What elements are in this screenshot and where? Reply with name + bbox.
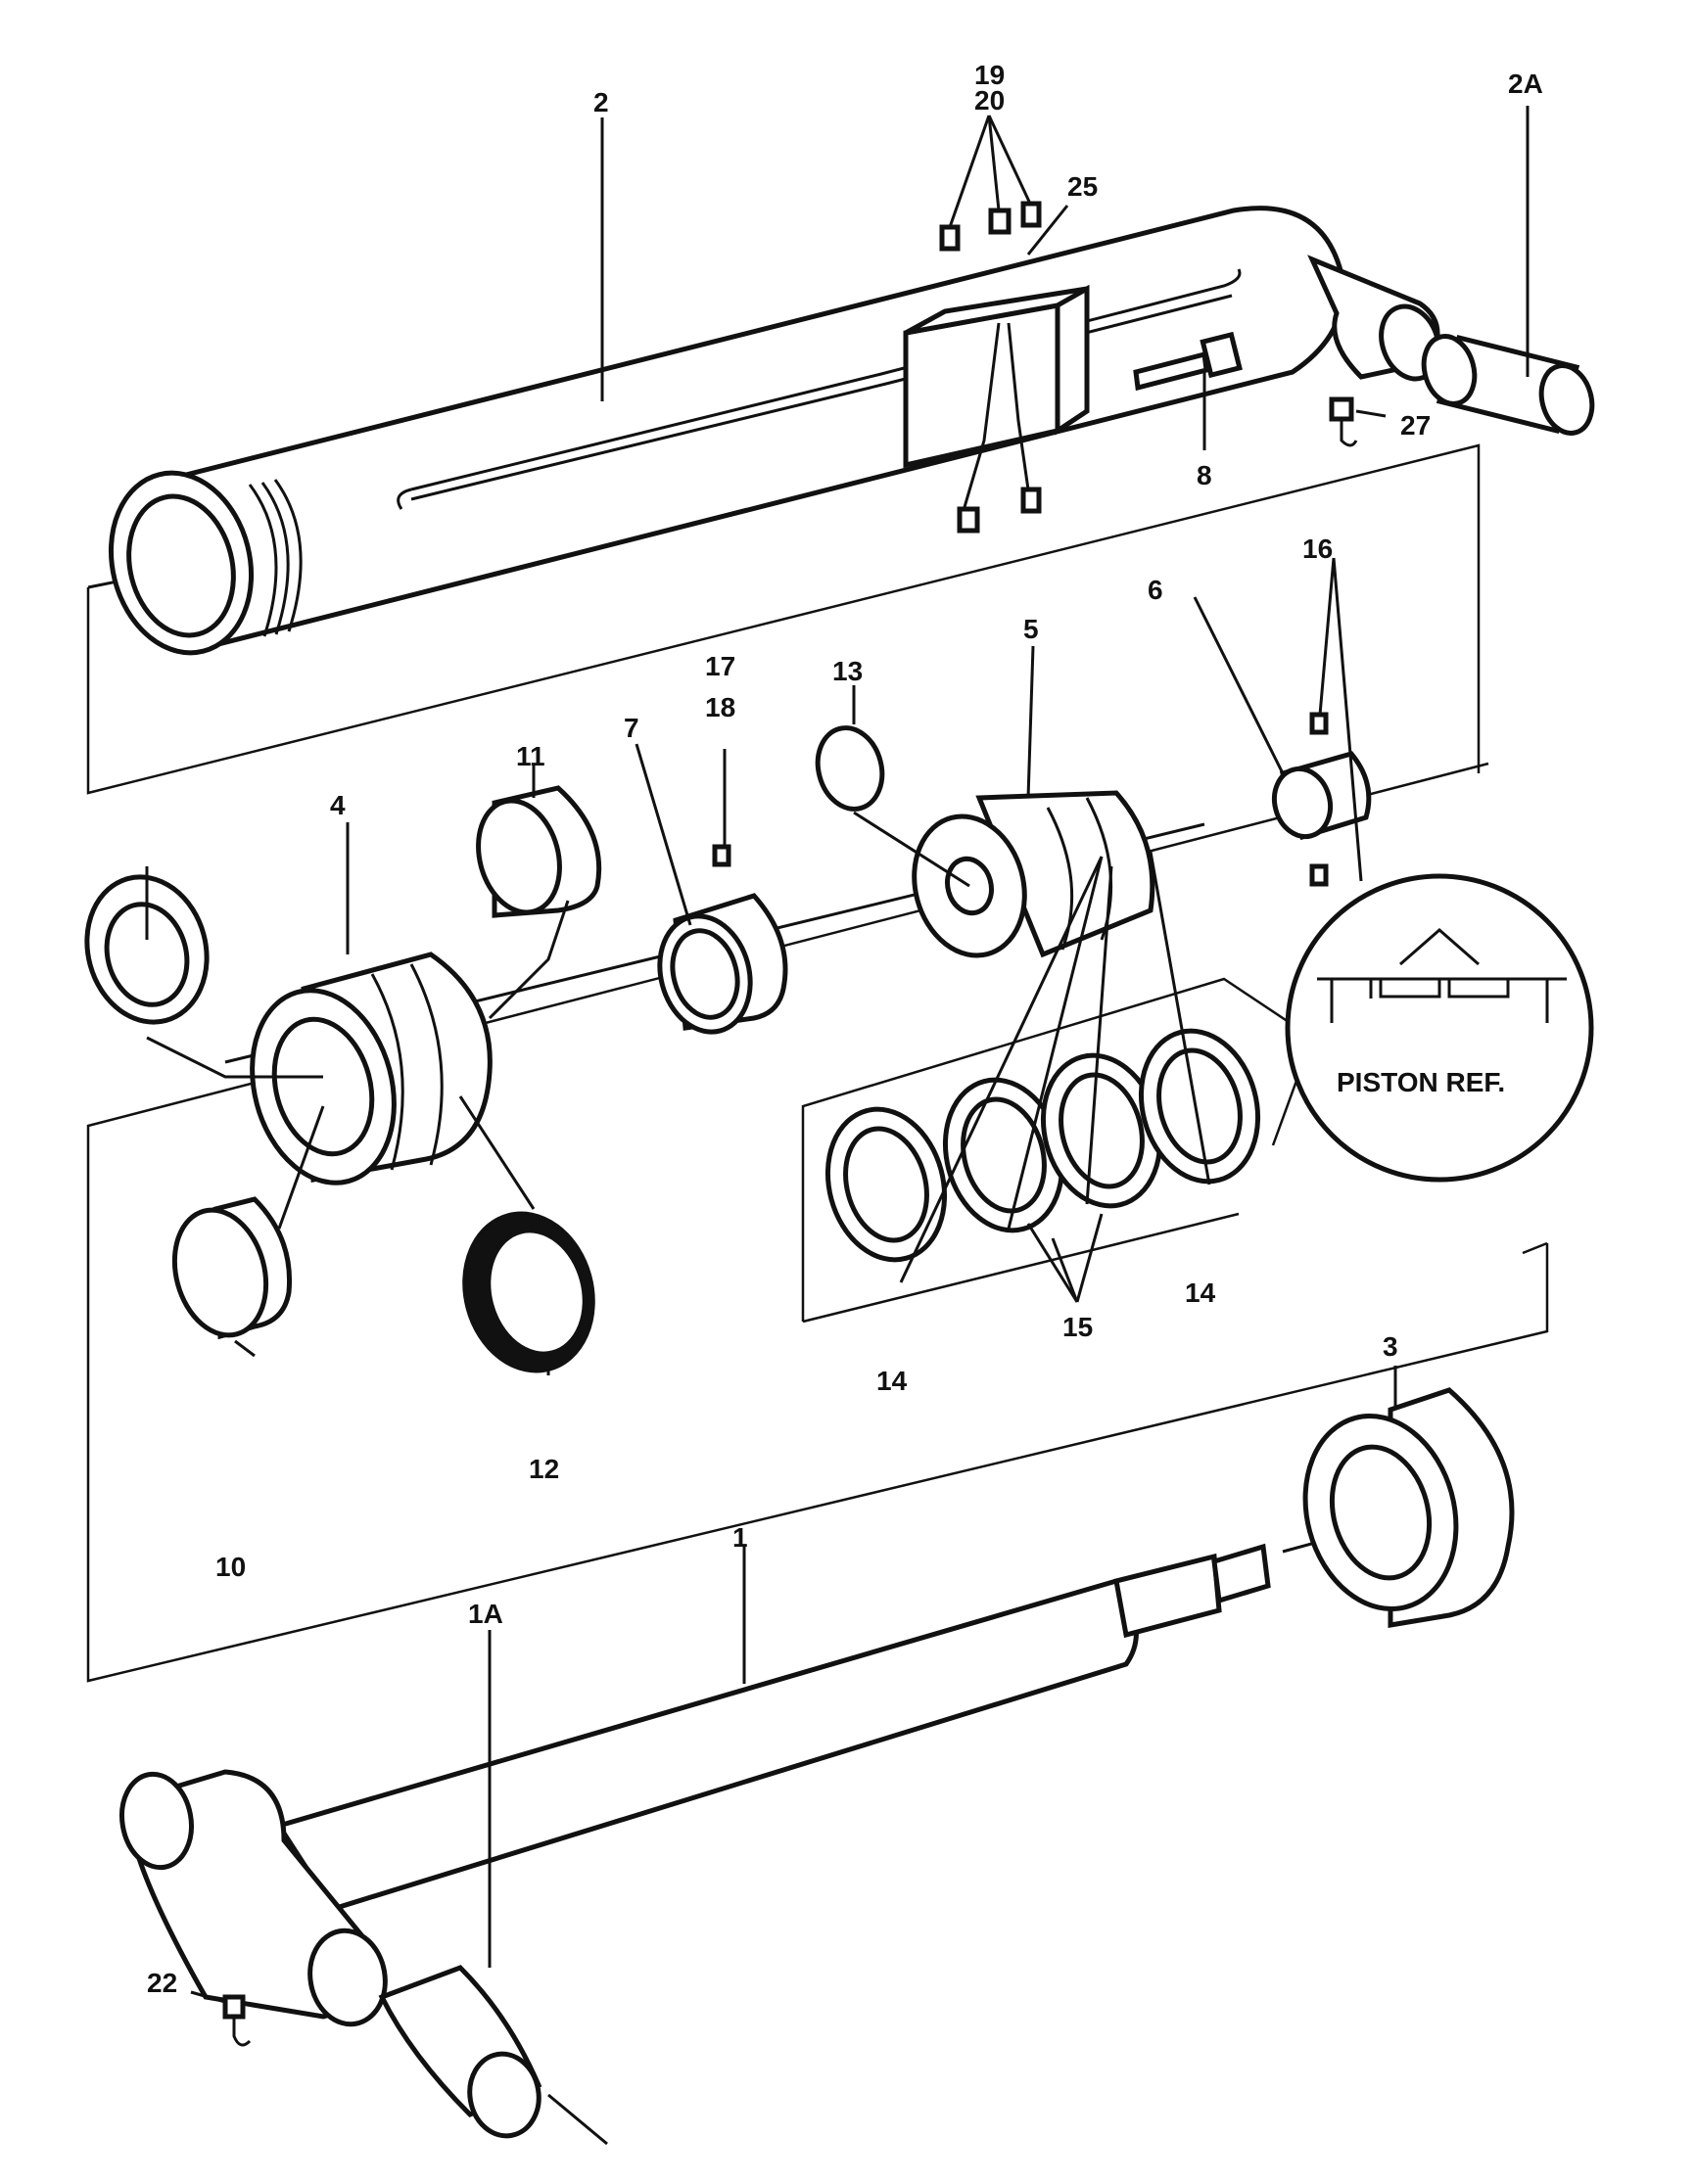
callout-15: 15 bbox=[1062, 1312, 1093, 1342]
callout-18: 18 bbox=[705, 692, 735, 722]
wear-ring-7 bbox=[657, 844, 788, 1035]
wiper-seal bbox=[84, 874, 210, 1025]
o-ring-13 bbox=[815, 725, 885, 812]
callout-8: 8 bbox=[1197, 460, 1212, 490]
piston-ref-inset bbox=[1285, 873, 1594, 1183]
callout-3: 3 bbox=[1383, 1331, 1398, 1362]
cylinder-barrel bbox=[108, 201, 1595, 656]
piston-ref-label: PISTON REF. bbox=[1337, 1067, 1505, 1097]
callout-17: 17 bbox=[705, 651, 735, 681]
callout-6: 6 bbox=[1148, 575, 1163, 605]
callout-16: 16 bbox=[1302, 534, 1333, 564]
callout-14-left: 14 bbox=[876, 1366, 908, 1396]
callout-20: 20 bbox=[974, 85, 1005, 116]
leader-lines bbox=[145, 106, 1530, 2004]
bearing-11 bbox=[476, 785, 602, 918]
callout-25: 25 bbox=[1067, 171, 1098, 202]
callout-4: 4 bbox=[330, 790, 346, 820]
callout-27: 27 bbox=[1400, 410, 1431, 441]
nut-3 bbox=[1302, 1387, 1515, 1628]
piston-5 bbox=[912, 790, 1155, 958]
bushing-10 bbox=[171, 1196, 293, 1340]
callout-12: 12 bbox=[529, 1454, 559, 1484]
callout-19: 19 bbox=[974, 60, 1005, 90]
callout-1: 1 bbox=[732, 1522, 748, 1553]
seal-12 bbox=[462, 1211, 595, 1373]
callout-labels: 2 19 20 25 2A 27 8 16 5 6 13 17 18 7 11 … bbox=[147, 60, 1543, 1998]
lock-nut-6 bbox=[1271, 712, 1372, 887]
callout-11: 11 bbox=[516, 741, 545, 771]
callout-1A: 1A bbox=[468, 1599, 503, 1629]
bracket-frames bbox=[86, 443, 1549, 1683]
callout-14-right: 14 bbox=[1185, 1278, 1216, 1308]
callout-7: 7 bbox=[624, 713, 639, 743]
head-gland bbox=[250, 952, 493, 1185]
callout-10: 10 bbox=[215, 1552, 246, 1582]
callout-22: 22 bbox=[147, 1968, 177, 1998]
callout-2: 2 bbox=[593, 87, 609, 117]
piston-seal-kit bbox=[801, 977, 1314, 1324]
callout-5: 5 bbox=[1023, 614, 1039, 644]
callout-13: 13 bbox=[832, 656, 863, 686]
piston-rod-1 bbox=[119, 1543, 1271, 2139]
callout-2A: 2A bbox=[1508, 69, 1543, 99]
